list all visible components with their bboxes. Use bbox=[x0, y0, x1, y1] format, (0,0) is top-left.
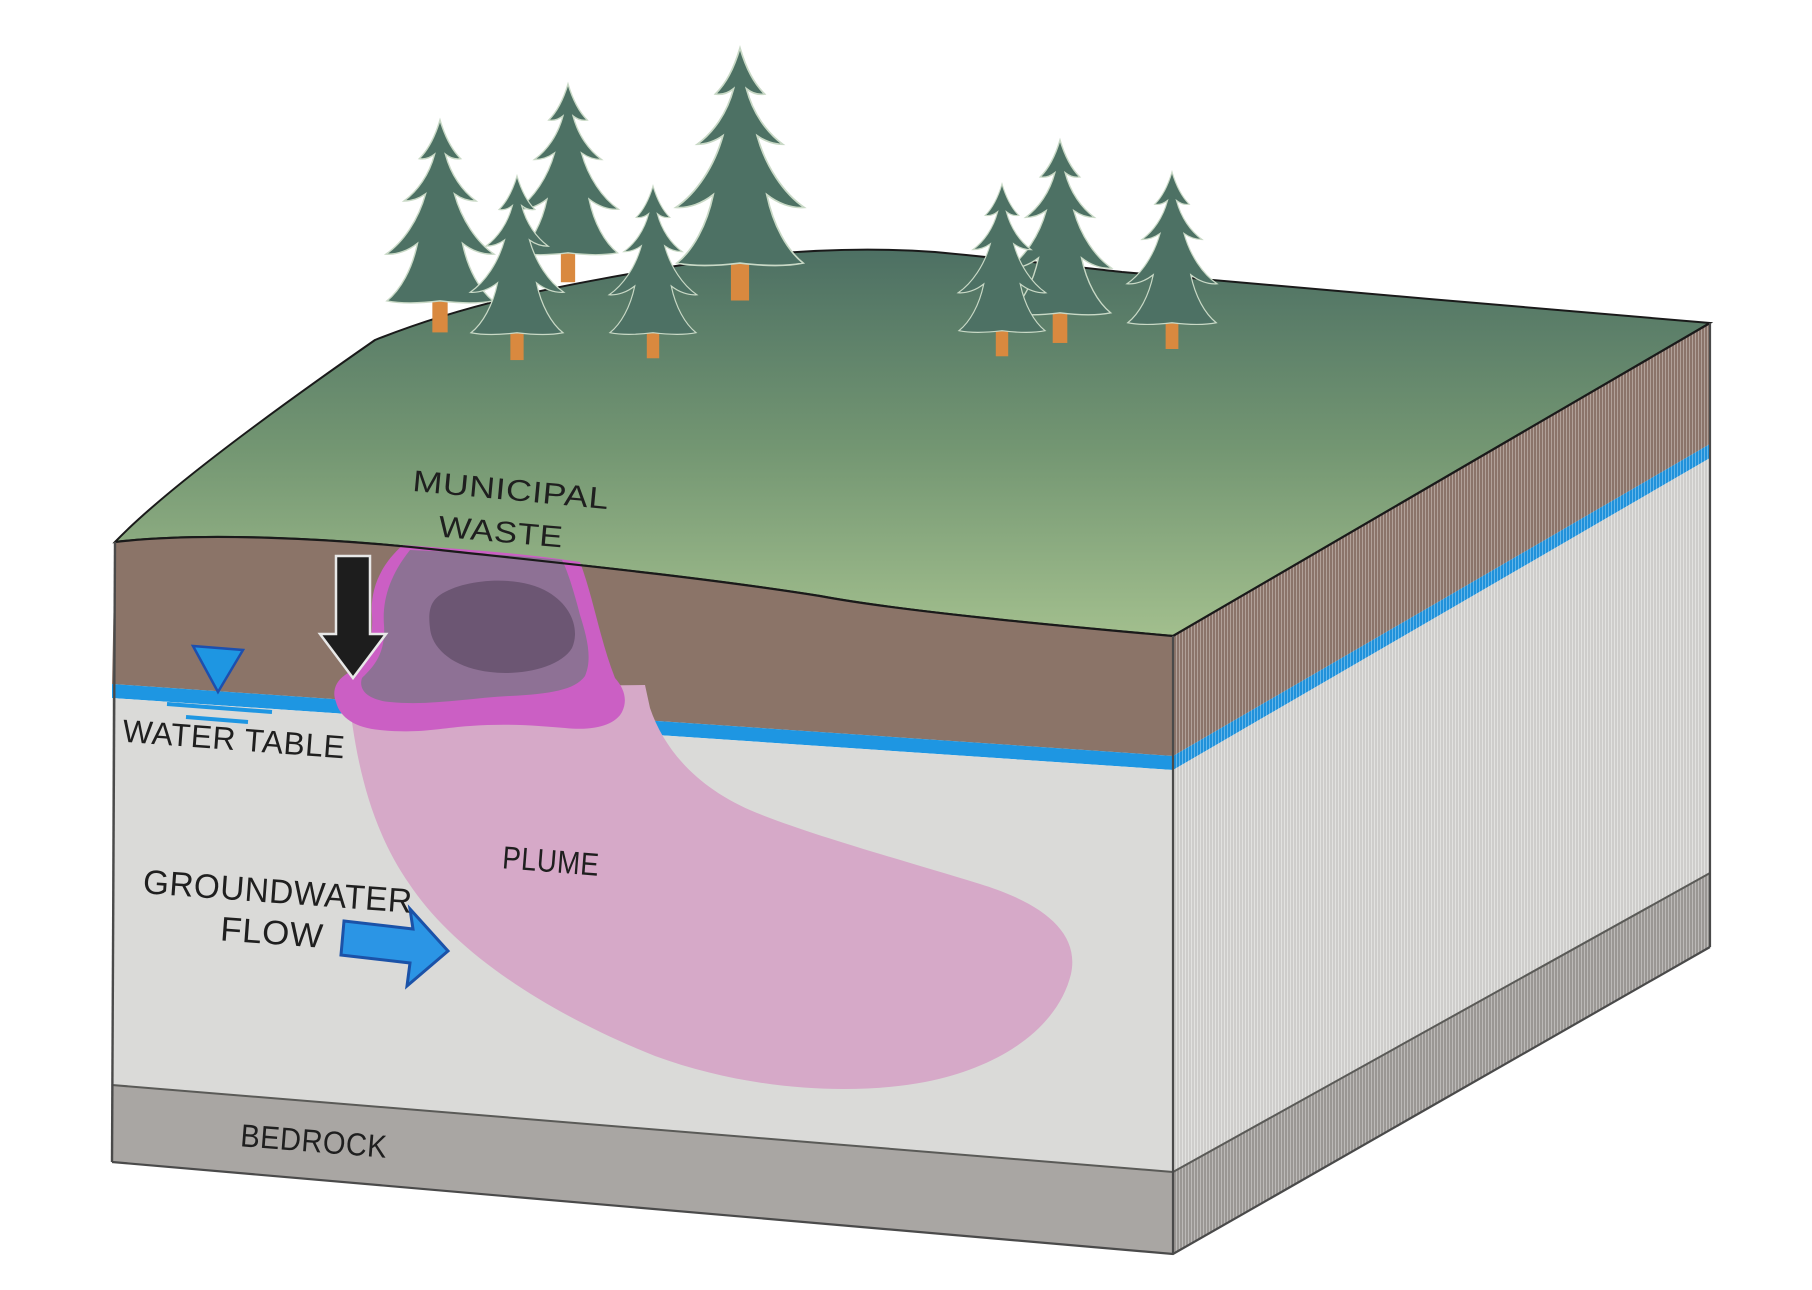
pine-tree bbox=[515, 81, 621, 283]
tree-trunk bbox=[510, 327, 524, 361]
pine-tree bbox=[468, 173, 566, 361]
pine-tree bbox=[607, 183, 699, 359]
water-table-tick-line-1 bbox=[166, 702, 273, 714]
tree-trunk bbox=[995, 325, 1009, 357]
right-face-bedrock-top-line bbox=[1172, 872, 1711, 1173]
right-face-hatch-texture bbox=[1173, 323, 1710, 1254]
tree-trunk bbox=[646, 327, 660, 359]
block-edges bbox=[110, 322, 1712, 1256]
front-top-edge-line bbox=[114, 535, 1174, 638]
pine-tree bbox=[956, 181, 1048, 357]
front-face-bedrock-layer bbox=[112, 1085, 1173, 1254]
pine-tree bbox=[673, 45, 807, 301]
tree-trunk bbox=[432, 294, 448, 333]
forest bbox=[383, 45, 1219, 361]
triangle-down-icon bbox=[190, 644, 246, 695]
pine-foliage bbox=[515, 81, 621, 256]
symbols bbox=[166, 554, 451, 990]
tree-trunk bbox=[1052, 306, 1068, 343]
plume-label: PLUME bbox=[501, 839, 601, 882]
right-top-edge-line bbox=[1172, 322, 1711, 637]
pine-foliage bbox=[673, 45, 807, 267]
tree-trunk bbox=[560, 246, 576, 283]
groundwater-flow-label-line2: FLOW bbox=[219, 910, 325, 955]
down-arrow-icon bbox=[317, 554, 389, 681]
right-arrow-icon bbox=[339, 904, 451, 990]
waste-core-dark bbox=[429, 580, 575, 673]
pine-tree bbox=[1006, 137, 1114, 343]
bottom-front-edge bbox=[111, 946, 1711, 1256]
contamination bbox=[334, 545, 1073, 1090]
pine-foliage bbox=[607, 183, 699, 335]
plume-shape bbox=[348, 685, 1073, 1090]
pine-tree bbox=[1125, 169, 1219, 349]
pine-foliage bbox=[468, 173, 566, 336]
tree-trunk bbox=[730, 255, 750, 301]
front-face-bedrock-top-line bbox=[111, 1084, 1174, 1173]
water-table-tick-line-2 bbox=[185, 715, 249, 724]
pine-foliage bbox=[383, 117, 497, 304]
pine-foliage bbox=[1125, 169, 1219, 326]
tree-trunk bbox=[1165, 317, 1179, 349]
right-face bbox=[1172, 323, 1711, 1254]
left-corner-edge bbox=[110, 541, 117, 1163]
pine-tree bbox=[383, 117, 497, 333]
pine-foliage bbox=[956, 181, 1048, 333]
pine-foliage bbox=[1006, 137, 1114, 316]
